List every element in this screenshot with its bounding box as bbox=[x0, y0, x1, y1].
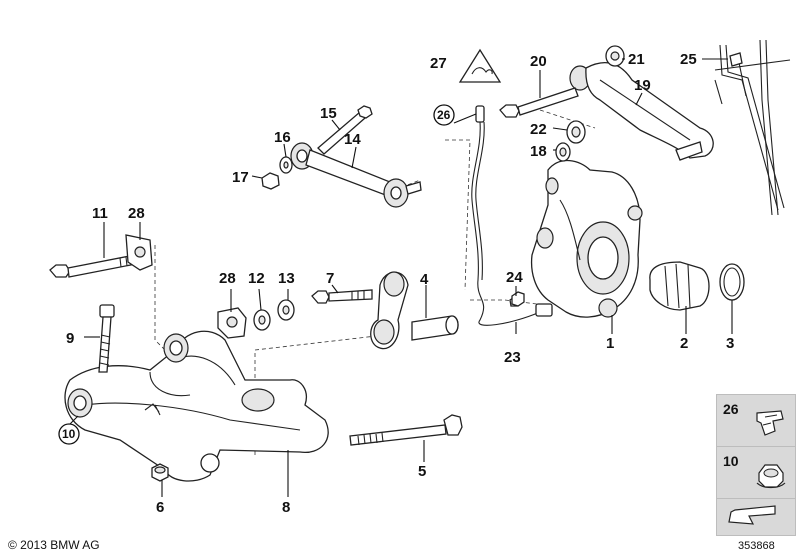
circled-callout-26: 26 bbox=[433, 104, 455, 126]
callout-25: 25 bbox=[680, 51, 697, 68]
arrow-icon bbox=[728, 505, 776, 525]
svg-text:26: 26 bbox=[437, 108, 451, 122]
callout-6: 6 bbox=[156, 499, 164, 516]
callout-22: 22 bbox=[530, 121, 547, 138]
callout-21: 21 bbox=[628, 51, 645, 68]
bushing-22 bbox=[566, 120, 586, 144]
callout-12: 12 bbox=[248, 270, 265, 287]
bolt-5 bbox=[349, 414, 463, 446]
upper-arm-19 bbox=[569, 62, 714, 161]
circled-callout-10: 10 bbox=[58, 423, 80, 445]
svg-text:10: 10 bbox=[62, 427, 76, 441]
callout-7: 7 bbox=[326, 270, 334, 287]
washer-13 bbox=[277, 299, 295, 321]
lower-link-4 bbox=[370, 271, 459, 350]
boot-2 bbox=[649, 261, 710, 311]
callout-20: 20 bbox=[530, 53, 547, 70]
callout-14: 14 bbox=[344, 131, 361, 148]
bolt-24 bbox=[511, 291, 525, 307]
nut-17 bbox=[261, 172, 280, 190]
callout-24: 24 bbox=[506, 269, 523, 286]
callout-4: 4 bbox=[420, 271, 429, 288]
bracket-28-middle bbox=[217, 307, 247, 339]
copyright: © 2013 BMW AG bbox=[8, 538, 100, 552]
bolt-9 bbox=[98, 304, 115, 373]
callout-28-left: 28 bbox=[128, 205, 145, 222]
callout-9: 9 bbox=[66, 330, 74, 347]
callout-13: 13 bbox=[278, 270, 295, 287]
legend-number-26: 26 bbox=[723, 401, 739, 417]
callout-23: 23 bbox=[504, 349, 521, 366]
legend-item-26: 26 bbox=[716, 394, 796, 452]
wheel-carrier-1 bbox=[530, 159, 643, 318]
callout-28-middle: 28 bbox=[219, 270, 236, 287]
bolt-15 bbox=[317, 105, 373, 155]
legend-arrow bbox=[716, 498, 796, 536]
flange-nut-icon bbox=[756, 464, 786, 489]
snap-ring-3 bbox=[719, 263, 745, 301]
callout-labels: 1 2 3 4 5 6 7 8 9 11 28 28 12 13 14 15 1… bbox=[66, 51, 734, 516]
legend-number-10: 10 bbox=[723, 453, 739, 469]
callout-15: 15 bbox=[320, 105, 337, 122]
leader-lines bbox=[69, 58, 733, 497]
bushing-21 bbox=[605, 45, 625, 67]
brake-line-25 bbox=[714, 39, 791, 216]
warning-triangle-27 bbox=[458, 48, 502, 83]
nut-6 bbox=[151, 463, 169, 482]
bolt-20 bbox=[499, 87, 579, 118]
washer-16 bbox=[279, 156, 293, 174]
callout-2: 2 bbox=[680, 335, 688, 352]
bushing-18 bbox=[555, 142, 571, 162]
callout-8: 8 bbox=[282, 499, 290, 516]
callout-18: 18 bbox=[530, 143, 547, 160]
callout-19: 19 bbox=[634, 77, 651, 94]
callout-16: 16 bbox=[274, 129, 291, 146]
bolt-7 bbox=[311, 289, 373, 304]
diagram-number: 353868 bbox=[738, 540, 775, 552]
callout-5: 5 bbox=[418, 463, 426, 480]
rear-subframe bbox=[64, 330, 329, 482]
callout-27: 27 bbox=[430, 55, 447, 72]
callout-17: 17 bbox=[232, 169, 249, 186]
callout-3: 3 bbox=[726, 335, 734, 352]
clip-icon bbox=[756, 410, 784, 436]
washer-12 bbox=[253, 309, 271, 331]
control-arm-14 bbox=[290, 142, 422, 208]
callout-1: 1 bbox=[606, 335, 614, 352]
callout-11: 11 bbox=[92, 205, 108, 222]
bracket-28-left bbox=[125, 234, 153, 271]
legend-item-10: 10 bbox=[716, 446, 796, 504]
